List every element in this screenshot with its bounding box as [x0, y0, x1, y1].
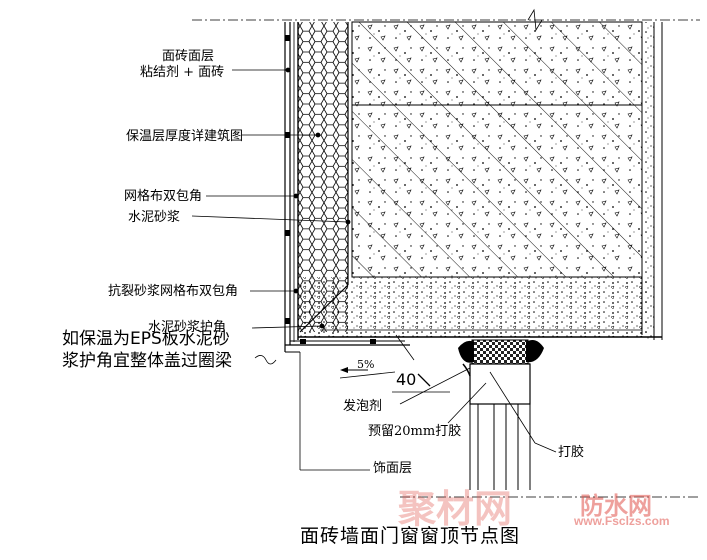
label-sealant: 打胶 [558, 445, 585, 460]
label-tile-layer: 面砖面层 [162, 49, 215, 64]
sealant-left [458, 340, 474, 363]
label-crack-mesh: 抗裂砂浆网格布双包角 [108, 284, 239, 299]
label-insulation: 保温层厚度详建筑图 [126, 129, 244, 144]
note-line-2: 浆护角宜整体盖过圈梁 [62, 351, 232, 371]
label-mortar-corner: 水泥砂浆护角 [148, 320, 227, 335]
drawing-title: 面砖墙面门窗窗顶节点图 [300, 525, 521, 547]
insulation-layer [298, 22, 348, 332]
window-frame [469, 363, 531, 405]
label-slope: 5% [357, 358, 375, 371]
watermark-url: www.Fsclzs.com [574, 514, 670, 528]
watermark-brand: 聚材网 [398, 489, 513, 531]
window-frame-foam [471, 339, 529, 365]
label-mesh-double: 网格布双包角 [124, 189, 203, 204]
label-dimension: 40 [396, 370, 417, 389]
inner-plaster [642, 22, 654, 340]
sealant-right [526, 340, 544, 363]
label-foam: 发泡剂 [343, 399, 383, 414]
leader-lines [191, 67, 557, 453]
watermark-site: 防水网 [580, 493, 652, 520]
label-reserve: 预留20mm打胶 [368, 424, 462, 439]
note-line-1: 如保温为EPS板水泥砂 [62, 329, 230, 349]
concrete-hatch [351, 21, 643, 278]
beam-mortar [298, 277, 654, 337]
label-finish: 饰面层 [373, 461, 413, 476]
label-cement-mortar: 水泥砂浆 [128, 210, 181, 225]
tile-joints [285, 35, 290, 324]
label-adhesive-tile: 粘结剂 + 面砖 [140, 65, 225, 80]
